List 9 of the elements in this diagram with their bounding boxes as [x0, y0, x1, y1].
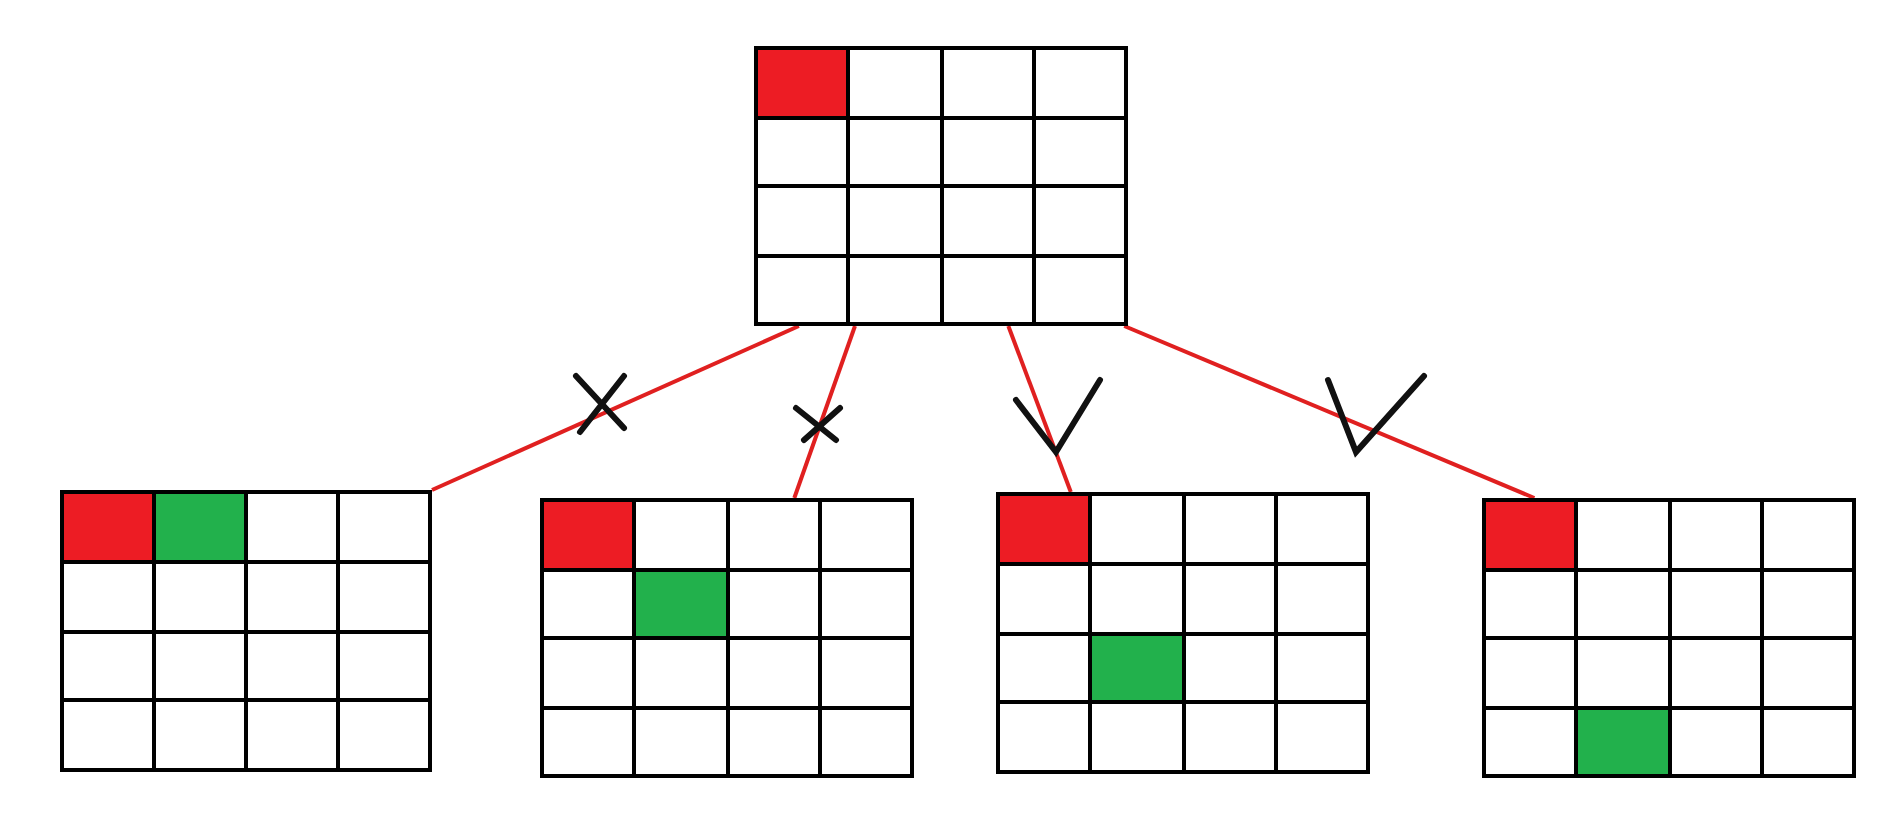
- grid-drawing: [1482, 498, 1856, 778]
- connector-line: [431, 324, 800, 492]
- grid-drawing: [754, 46, 1128, 326]
- grid-drawing: [60, 490, 432, 772]
- grid-drawing: [996, 492, 1370, 774]
- connector-line: [1123, 324, 1536, 500]
- connector-line: [1006, 325, 1073, 493]
- connector-line: [792, 325, 857, 499]
- grid-drawing: [540, 498, 914, 778]
